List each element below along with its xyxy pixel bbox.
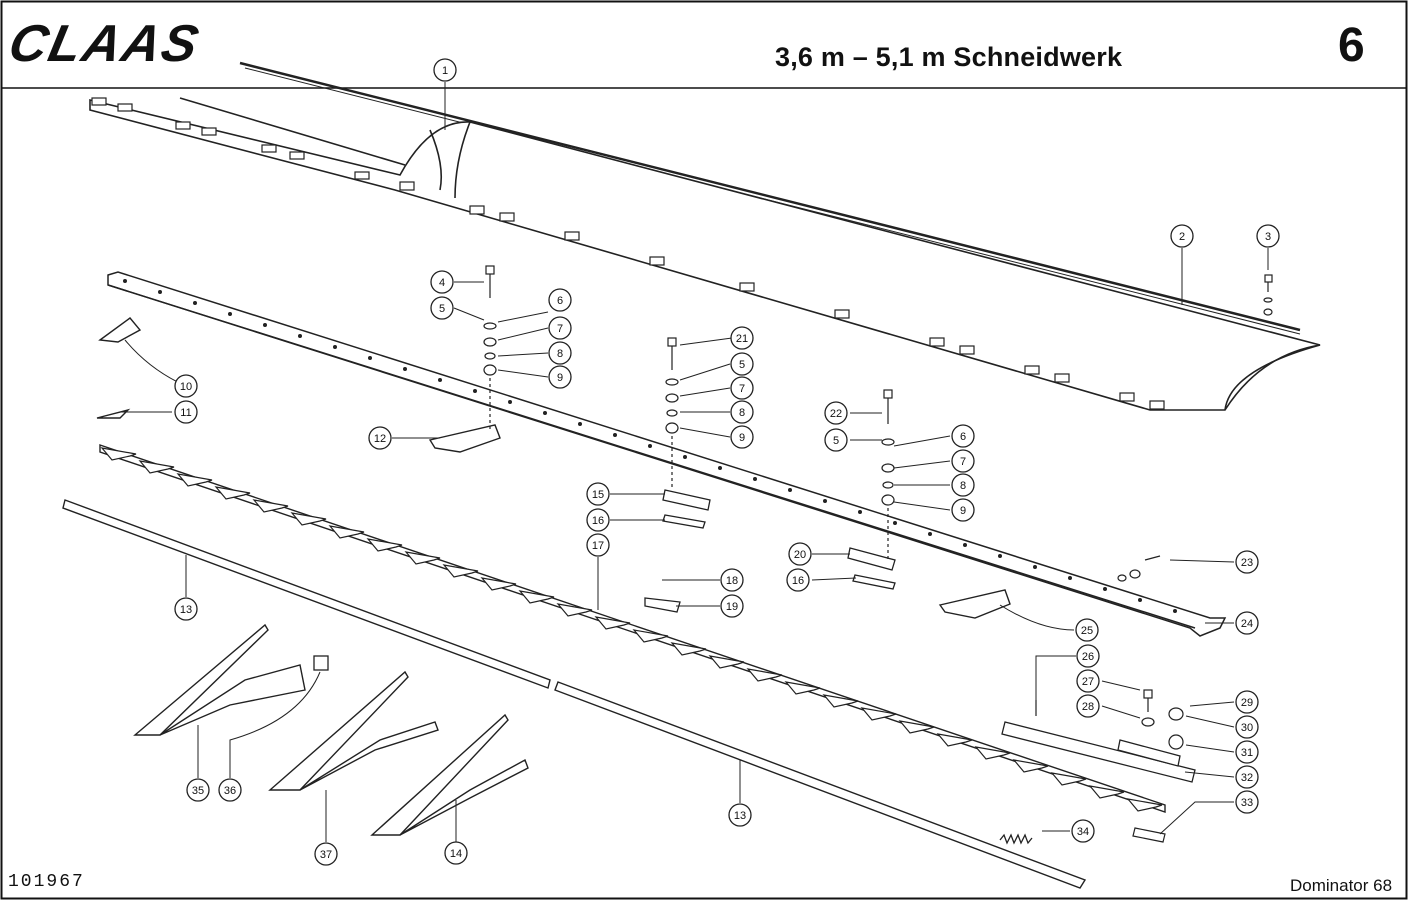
callout-30: 30 xyxy=(1241,722,1253,734)
callout-22: 22 xyxy=(830,408,842,420)
callout-6: 6 xyxy=(557,295,563,307)
callout-32: 32 xyxy=(1241,772,1253,784)
callout-circles xyxy=(174,58,1280,866)
callout-36: 36 xyxy=(224,785,236,797)
part-17-knife xyxy=(99,444,1166,813)
knife-sections xyxy=(100,447,1163,812)
callout-17: 17 xyxy=(592,540,604,552)
callout-26: 26 xyxy=(1082,651,1094,663)
page-title: 3,6 m – 5,1 m Schneidwerk xyxy=(775,42,1123,72)
finger-bar-holes xyxy=(123,279,1177,613)
callout-4: 4 xyxy=(439,277,445,289)
callout-27: 27 xyxy=(1082,676,1094,688)
part-2-cover xyxy=(89,97,1321,411)
callout-28: 28 xyxy=(1082,701,1094,713)
callout-8: 8 xyxy=(557,348,563,360)
callout-18: 18 xyxy=(726,575,738,587)
callout-16: 16 xyxy=(592,515,604,527)
callout-33: 33 xyxy=(1241,797,1253,809)
callout-5: 5 xyxy=(439,303,445,315)
part-32-plate xyxy=(1001,721,1196,783)
callout-21: 21 xyxy=(736,333,748,345)
callout-19: 19 xyxy=(726,601,738,613)
callout-24: 24 xyxy=(1241,618,1253,630)
model-name: Dominator 68 xyxy=(1290,876,1393,895)
callout-9: 9 xyxy=(739,432,745,444)
callout-31: 31 xyxy=(1241,747,1253,759)
callout-6: 6 xyxy=(960,431,966,443)
guard-parts xyxy=(96,317,1011,836)
callout-labels: 1 2 3 4 5 6 7 8 9 10 11 12 13 13 14 15 1… xyxy=(180,65,1271,861)
callout-5: 5 xyxy=(739,359,745,371)
callout-9: 9 xyxy=(557,372,563,384)
callout-20: 20 xyxy=(794,549,806,561)
page-number: 6 xyxy=(1338,19,1365,72)
part-33-plate xyxy=(1132,827,1166,843)
brand-logo: CLAAS xyxy=(3,15,206,73)
callout-25: 25 xyxy=(1081,625,1093,637)
callout-29: 29 xyxy=(1241,697,1253,709)
callout-11: 11 xyxy=(180,407,191,419)
callout-5: 5 xyxy=(833,435,839,447)
callout-1: 1 xyxy=(442,65,448,77)
callout-34: 34 xyxy=(1077,826,1089,838)
leader-lines xyxy=(120,82,1269,842)
callout-7: 7 xyxy=(557,323,563,335)
callout-7: 7 xyxy=(960,456,966,468)
callout-14: 14 xyxy=(450,848,462,860)
callout-35: 35 xyxy=(192,785,204,797)
callout-37: 37 xyxy=(320,849,332,861)
callout-12: 12 xyxy=(374,433,386,445)
callout-3: 3 xyxy=(1265,231,1271,243)
clip-parts xyxy=(644,489,896,613)
callout-7: 7 xyxy=(739,383,745,395)
callout-2: 2 xyxy=(1179,231,1185,243)
document-number: 101967 xyxy=(8,872,85,892)
bolt-stacks xyxy=(483,265,1273,750)
cover-tabs xyxy=(91,97,1165,410)
callout-10: 10 xyxy=(180,381,192,393)
callout-23: 23 xyxy=(1241,557,1253,569)
callout-8: 8 xyxy=(739,407,745,419)
part-34-spring xyxy=(999,833,1033,845)
part-13-bars xyxy=(62,499,1087,889)
part-36-nut xyxy=(313,655,329,671)
callout-13: 13 xyxy=(180,604,192,616)
part-24-finger-bar xyxy=(107,271,1227,637)
callout-16: 16 xyxy=(792,575,804,587)
callout-13: 13 xyxy=(734,810,746,822)
callout-9: 9 xyxy=(960,505,966,517)
callout-15: 15 xyxy=(592,489,604,501)
callout-8: 8 xyxy=(960,480,966,492)
